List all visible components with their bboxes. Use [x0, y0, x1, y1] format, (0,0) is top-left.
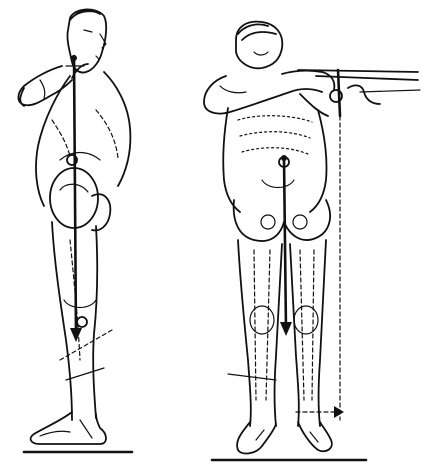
- back-figure-arms: [204, 71, 334, 116]
- side-figure-feet: [24, 412, 132, 452]
- side-figure-balance-line: [66, 55, 84, 342]
- back-view-figure: [204, 22, 420, 460]
- side-figure-pelvis: [50, 155, 110, 230]
- side-figure-legs: [52, 222, 112, 420]
- side-view-figure: [18, 9, 132, 452]
- side-figure-arm: [18, 64, 88, 106]
- back-figure-torso: [223, 108, 326, 212]
- side-figure-torso: [36, 72, 130, 206]
- back-figure-head: [236, 22, 282, 69]
- back-figure-feet: [212, 422, 366, 460]
- back-figure-legs: [228, 240, 326, 426]
